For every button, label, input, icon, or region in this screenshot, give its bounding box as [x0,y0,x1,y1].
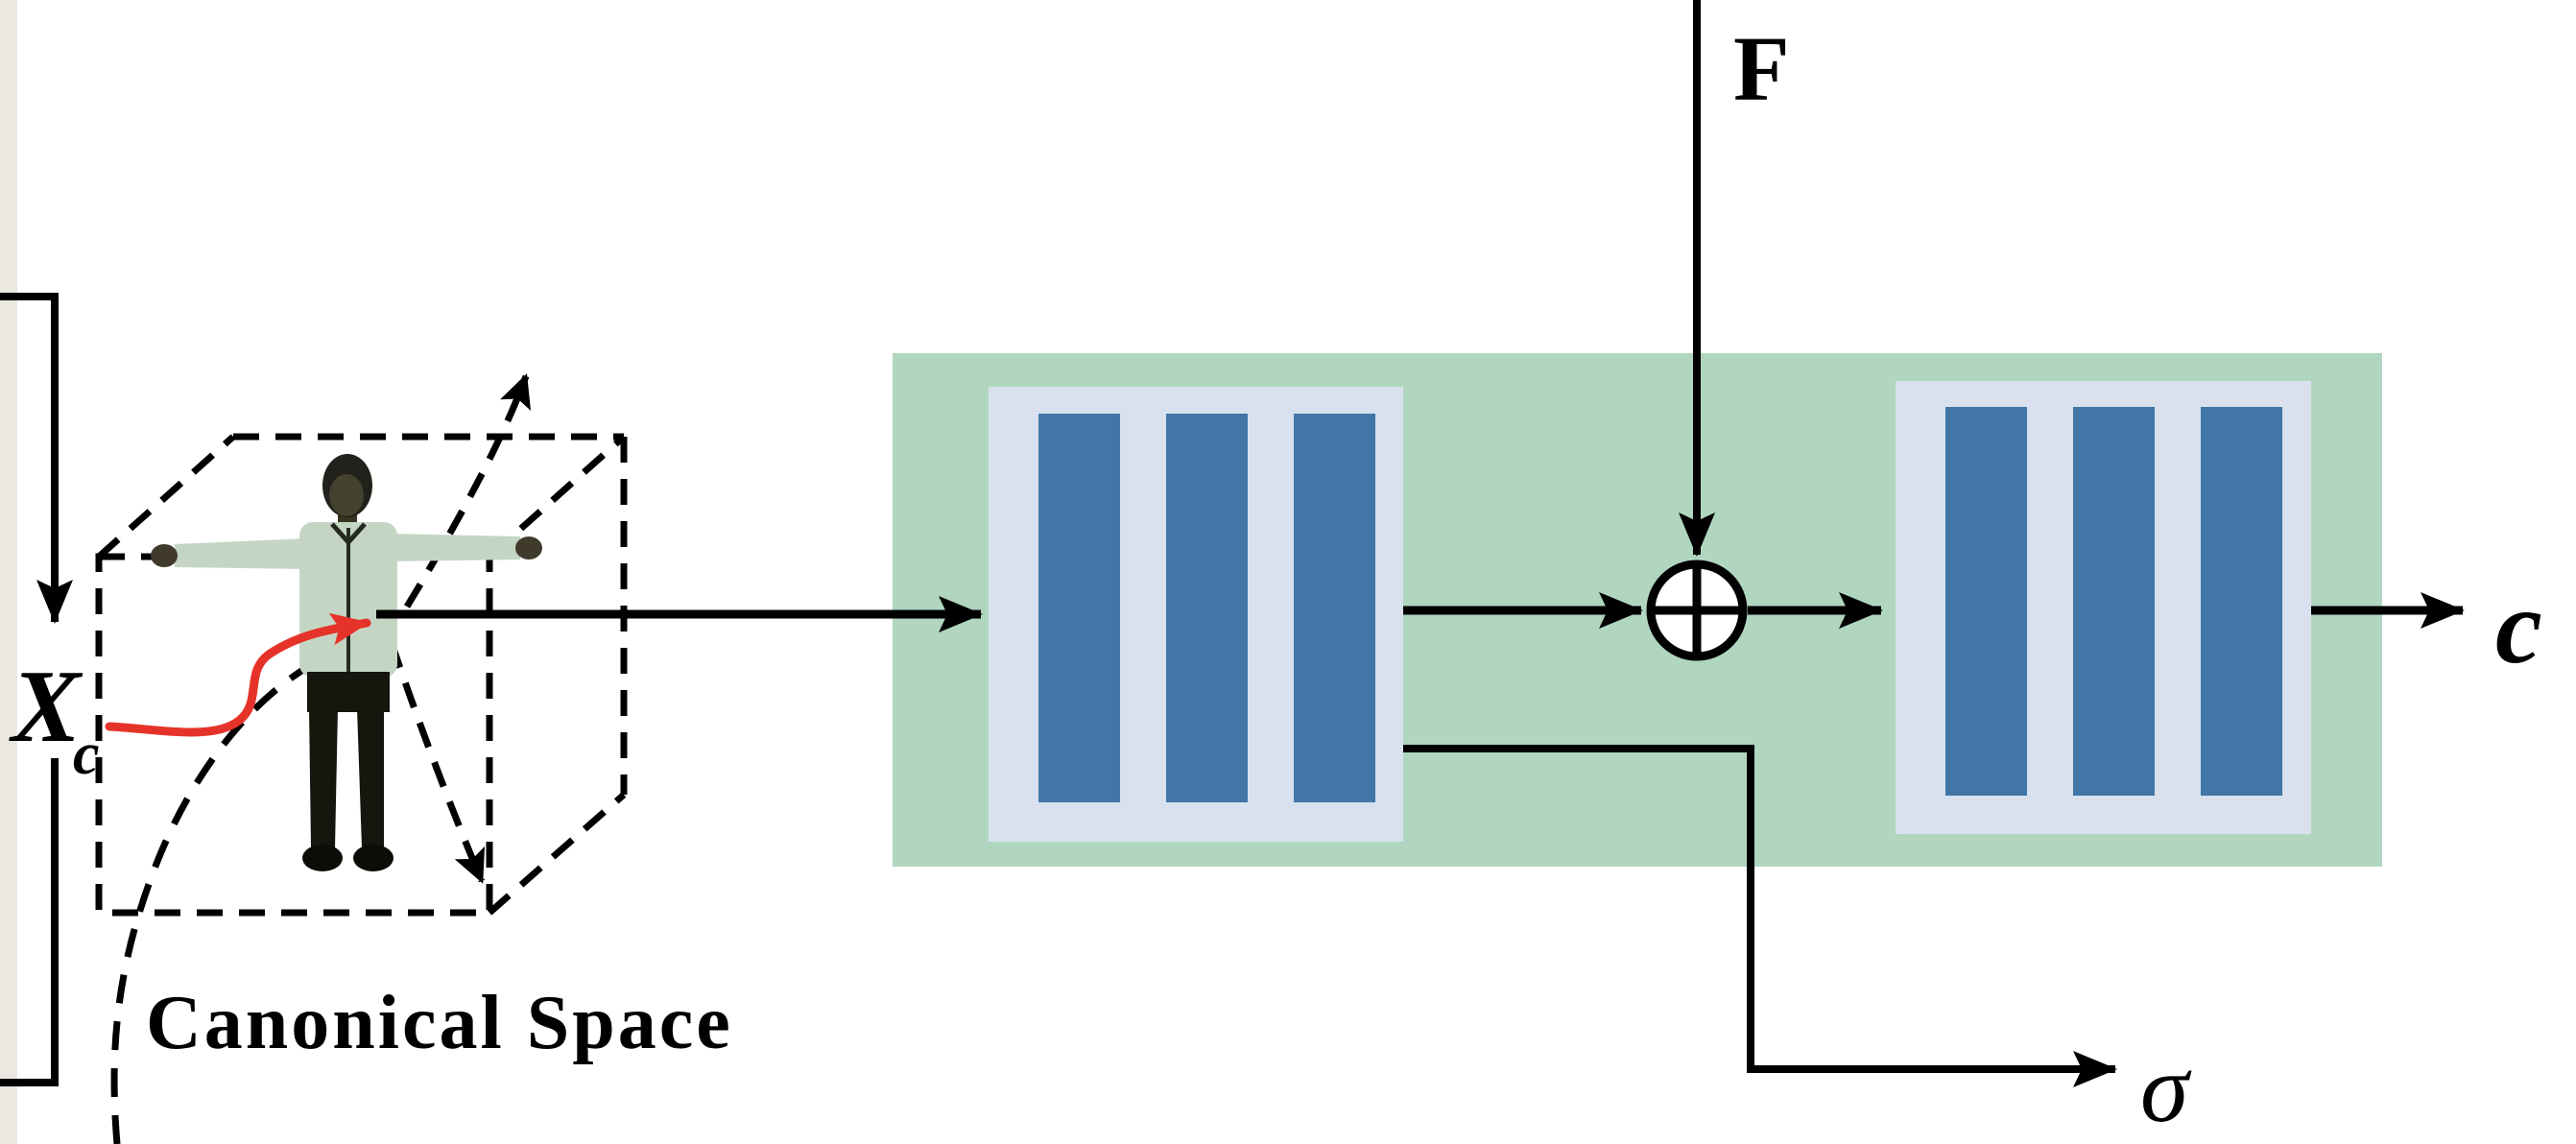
return-line [0,758,59,1086]
mlp-layer-bar [1038,414,1120,802]
jacket-collar [330,522,367,546]
mlp-block-2 [1896,381,2311,834]
canonical-point-label: X [9,650,83,764]
density-output-label: σ [2140,1035,2192,1143]
incoming-point-arrow [0,293,73,624]
pants-hip [307,672,390,712]
right-leg [357,708,384,848]
left-leg [309,708,338,848]
page-edge-strip [0,0,17,1144]
human-figure [151,454,542,871]
canonical-point-label-subscript: c [73,722,100,787]
mlp-block-1-layers [1038,414,1375,802]
mlp-block-1 [989,387,1403,842]
cube-top-right-diagonal [487,434,627,560]
left-arm [175,538,307,569]
mlp-layer-bar [1166,414,1248,802]
color-output-label: c [2495,568,2542,685]
canonical-space-cube [95,373,628,1144]
mlp-layer-bar [1945,407,2027,796]
canonical-space-caption: Canonical Space [146,981,733,1065]
cube-bottom-right-diagonal [487,792,627,916]
right-foot [353,845,394,871]
mlp-layer-bar [1294,414,1375,802]
cube-front-face [95,553,493,917]
feature-add-node [1646,560,1748,661]
up-axis-arrow [404,373,531,608]
feature-f-label: F [1733,17,1790,120]
face [329,474,364,516]
left-hand [151,544,178,567]
warp-arrow [105,612,371,737]
right-hand [515,536,542,560]
density-output-arrow [1403,745,2117,1087]
front-axis-arrow [388,641,486,884]
right-arm [389,534,520,561]
mlp-layer-bar [2073,407,2155,796]
mlp-layer-bar [2201,407,2282,796]
mlp-block-2-layers [1945,407,2282,796]
cube-top-left-diagonal [96,434,236,560]
plus-icon [1652,565,1742,655]
left-foot [302,845,343,871]
